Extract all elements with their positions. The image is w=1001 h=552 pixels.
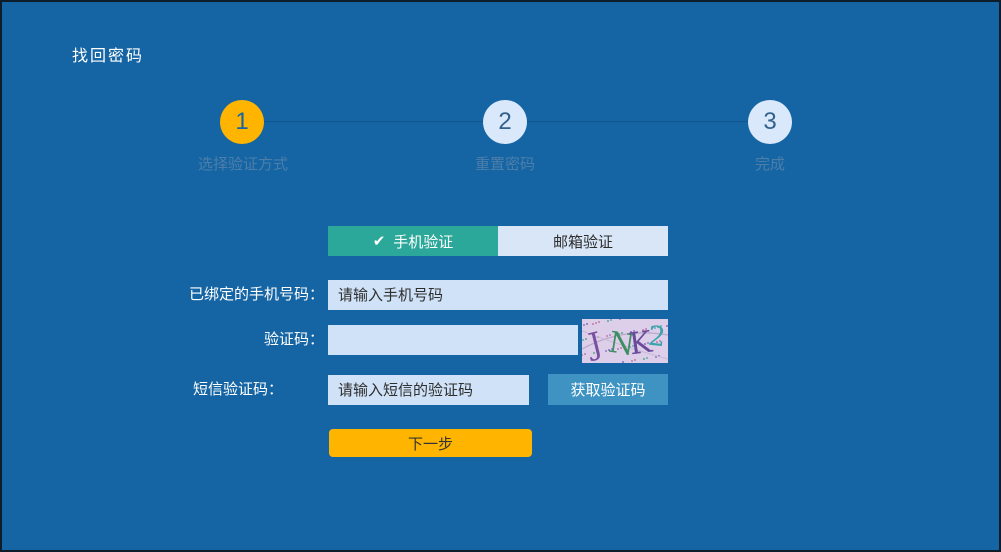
tab-email-verification[interactable]: 邮箱验证 — [498, 226, 668, 256]
tab-phone-label: 手机验证 — [393, 233, 454, 251]
step-number-3: 3 — [763, 108, 777, 135]
step-circle-1: 1 — [220, 100, 264, 144]
step-number-2: 2 — [498, 108, 512, 135]
captcha-distortion-line — [582, 330, 668, 360]
captcha-input[interactable] — [328, 325, 578, 355]
captcha-label: 验证码： — [263, 331, 324, 348]
captcha-char: 2 — [647, 321, 667, 354]
step-label-reset-password: 重置密码 — [474, 156, 536, 173]
phone-number-input[interactable] — [328, 280, 668, 310]
captcha-char: N — [606, 325, 636, 363]
captcha-distortion-line — [582, 332, 668, 350]
step-label-done: 完成 — [754, 156, 786, 173]
checkmark-icon: ✔ — [372, 233, 386, 250]
step-label-choose-method: 选择验证方式 — [197, 156, 289, 173]
captcha-image[interactable]: J N K 2 — [582, 319, 668, 363]
verification-tabs: ✔ 手机验证 邮箱验证 — [328, 226, 668, 256]
get-code-button[interactable]: 获取验证码 — [548, 374, 668, 405]
captcha-noise — [582, 319, 668, 363]
captcha-background — [582, 319, 668, 363]
step-number-1: 1 — [235, 108, 249, 135]
sms-code-input[interactable] — [328, 375, 529, 405]
sms-code-label: 短信验证码： — [192, 381, 283, 398]
bound-phone-label: 已绑定的手机号码： — [188, 286, 324, 303]
step-circle-3: 3 — [748, 100, 792, 144]
captcha-char: K — [627, 325, 655, 363]
page-title: 找回密码 — [72, 48, 145, 65]
tab-phone-verification[interactable]: ✔ 手机验证 — [328, 226, 498, 256]
step-circle-2: 2 — [483, 100, 527, 144]
tab-email-label: 邮箱验证 — [552, 233, 613, 251]
next-step-button[interactable]: 下一步 — [329, 429, 532, 457]
